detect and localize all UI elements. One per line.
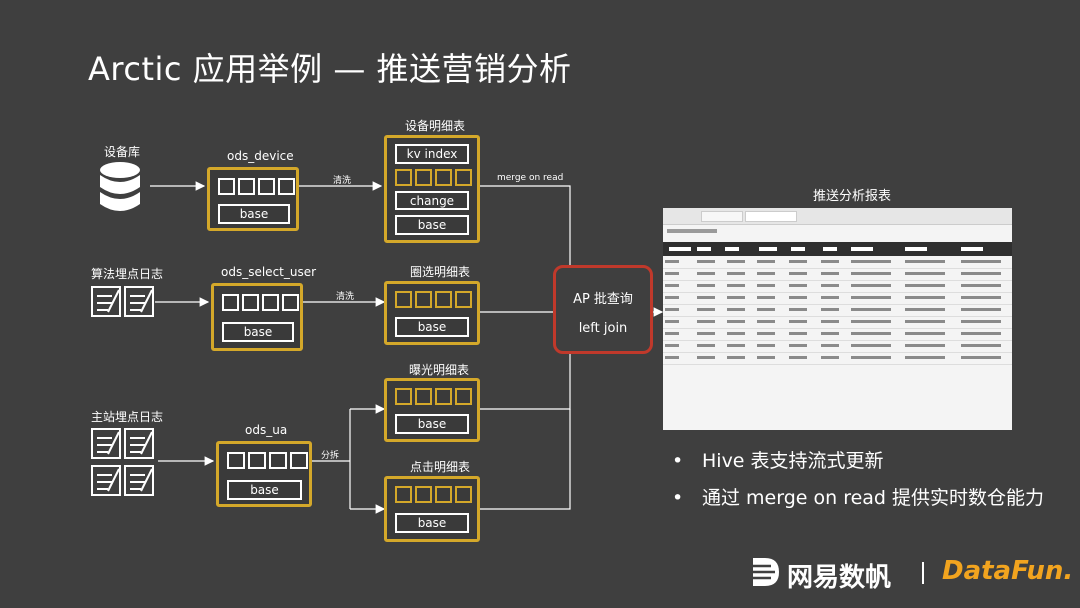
partition-cells	[395, 486, 472, 503]
device-detail-table: kv index change base	[384, 135, 480, 243]
change-box: change	[395, 191, 469, 210]
expose-detail-table: base	[384, 378, 480, 442]
report-row	[663, 329, 1012, 341]
ods-ua-label: ods_ua	[245, 423, 288, 437]
log-document-icon	[91, 286, 154, 317]
base-box: base	[395, 215, 469, 235]
ap-query-box: AP 批查询 left join	[553, 265, 653, 354]
ods-ua-table: base	[216, 441, 312, 507]
merge-on-read-label: merge on read	[497, 173, 564, 183]
logo-divider	[922, 562, 924, 584]
partition-cells	[218, 178, 295, 195]
report-caption	[667, 229, 717, 233]
slide-title: Arctic 应用举例 — 推送营销分析	[88, 50, 572, 88]
device-lib-label: 设备库	[104, 145, 141, 159]
report-cell-marks	[665, 247, 1001, 359]
report-row	[663, 257, 1012, 269]
base-box: base	[218, 204, 290, 224]
partition-cells	[395, 291, 472, 308]
click-detail-table: base	[384, 476, 480, 542]
line-click-to-query	[480, 409, 571, 510]
netease-logo-icon	[753, 558, 779, 586]
circle-detail-table: base	[384, 281, 480, 345]
base-box: base	[395, 317, 469, 337]
ods-device-table: base	[207, 167, 299, 231]
left-join-label: left join	[578, 321, 628, 336]
report-screenshot	[663, 208, 1012, 430]
circle-detail-label: 圈选明细表	[410, 265, 471, 279]
base-box: base	[222, 322, 294, 342]
report-table-header	[663, 242, 1012, 256]
report-tab	[701, 211, 743, 222]
base-box: base	[227, 480, 302, 500]
partition-cells	[395, 169, 472, 186]
ods-select-user-label: ods_select_user	[221, 265, 317, 279]
device-detail-label: 设备明细表	[405, 119, 466, 133]
ap-query-label: AP 批查询	[573, 292, 633, 307]
ods-device-label: ods_device	[227, 149, 294, 163]
ods-select-user-table: base	[211, 283, 303, 351]
kv-index-box: kv index	[395, 144, 469, 164]
bullet-item: 通过 merge on read 提供实时数仓能力	[672, 480, 1052, 517]
bullet-list: Hive 表支持流式更新 通过 merge on read 提供实时数仓能力	[672, 443, 1052, 517]
log-documents-icon	[91, 428, 154, 496]
netease-logo-text: 网易数帆	[787, 563, 892, 593]
datafun-logo: DataFun.	[942, 556, 1074, 586]
partition-cells	[222, 294, 299, 311]
report-tab-active	[745, 211, 797, 222]
report-row	[663, 281, 1012, 293]
partition-cells	[395, 388, 472, 405]
report-row	[663, 317, 1012, 329]
split-label: 分拆	[321, 451, 340, 461]
report-row	[663, 293, 1012, 305]
report-row	[663, 269, 1012, 281]
report-row	[663, 353, 1012, 365]
click-detail-label: 点击明细表	[410, 460, 471, 474]
algo-log-label: 算法埋点日志	[91, 267, 164, 281]
partition-cells	[227, 452, 308, 469]
expose-detail-label: 曝光明细表	[409, 363, 470, 377]
report-row	[663, 305, 1012, 317]
clean-label-2: 清洗	[336, 292, 355, 302]
base-box: base	[395, 414, 469, 434]
base-box: base	[395, 513, 469, 533]
main-log-label: 主站埋点日志	[91, 410, 164, 424]
report-title: 推送分析报表	[813, 189, 892, 204]
clean-label-1: 清洗	[333, 176, 352, 186]
bullet-item: Hive 表支持流式更新	[672, 443, 1052, 480]
database-icon	[100, 162, 140, 211]
report-row	[663, 341, 1012, 353]
